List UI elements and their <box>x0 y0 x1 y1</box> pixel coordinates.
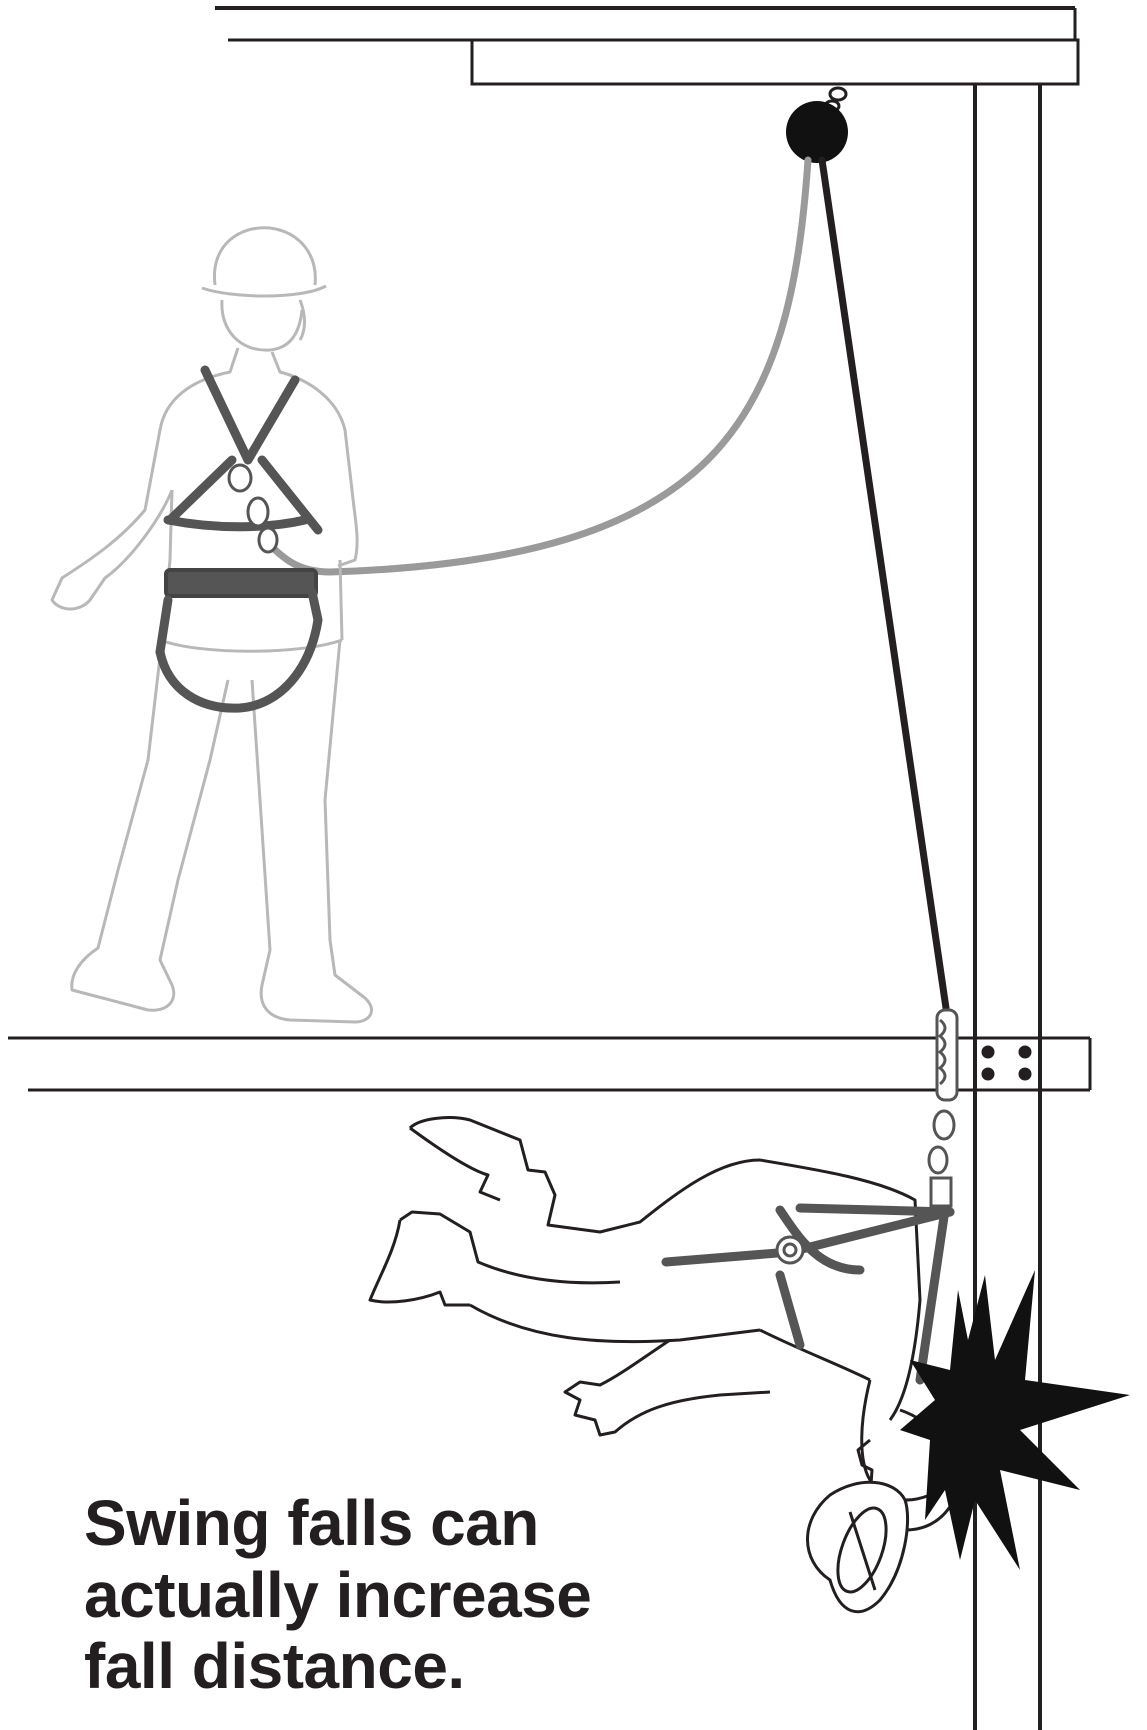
caption-line-2: actually increase <box>84 1560 704 1632</box>
fallen-worker-harness <box>666 1208 950 1380</box>
overhead-beam <box>215 8 1078 84</box>
caption-line-3: fall distance. <box>84 1631 704 1703</box>
floor-beam <box>8 1038 1090 1090</box>
caption: Swing falls can actually increase fall d… <box>84 1488 704 1703</box>
fallen-worker <box>370 1118 960 1530</box>
slack-lanyard <box>270 160 808 572</box>
caption-line-1: Swing falls can <box>84 1488 704 1560</box>
standing-worker-harness <box>160 370 318 708</box>
anchor-point-icon <box>786 88 848 163</box>
d-ring-snap-hook <box>229 465 277 552</box>
impact-burst-icon <box>900 1270 1130 1570</box>
standing-worker <box>52 228 372 1022</box>
fallen-worker-d-ring <box>777 1237 803 1263</box>
taut-lanyard <box>822 160 946 1008</box>
hard-hat-icon <box>808 1482 908 1611</box>
